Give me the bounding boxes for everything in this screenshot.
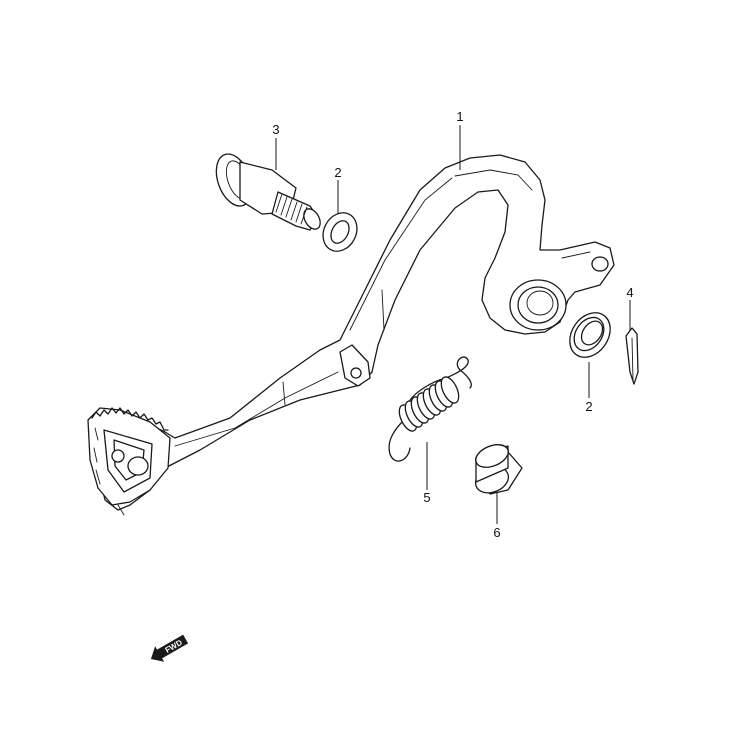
- forward-arrow-icon: FWD: [150, 634, 189, 662]
- bushing-part: [474, 444, 523, 495]
- callout-6: 6: [493, 525, 500, 540]
- brake-pedal-part: [87, 154, 615, 516]
- cotter-pin-part: [625, 327, 639, 385]
- pivot-bolt-part: [215, 153, 321, 231]
- callout-1: 1: [456, 109, 463, 124]
- callout-2-seal: 2: [585, 399, 592, 414]
- callout-3: 3: [272, 122, 279, 137]
- seal-part-lower: [569, 312, 611, 358]
- callout-4: 4: [626, 285, 633, 300]
- callout-2-washer: 2: [334, 165, 341, 180]
- leader-lines: [275, 125, 631, 524]
- callout-5: 5: [423, 490, 430, 505]
- return-spring-part: [388, 356, 472, 462]
- washer-part-upper: [322, 212, 358, 252]
- callout-labels: 1 3 2 4 2 5 6: [272, 109, 633, 540]
- spring-coils: [398, 376, 460, 432]
